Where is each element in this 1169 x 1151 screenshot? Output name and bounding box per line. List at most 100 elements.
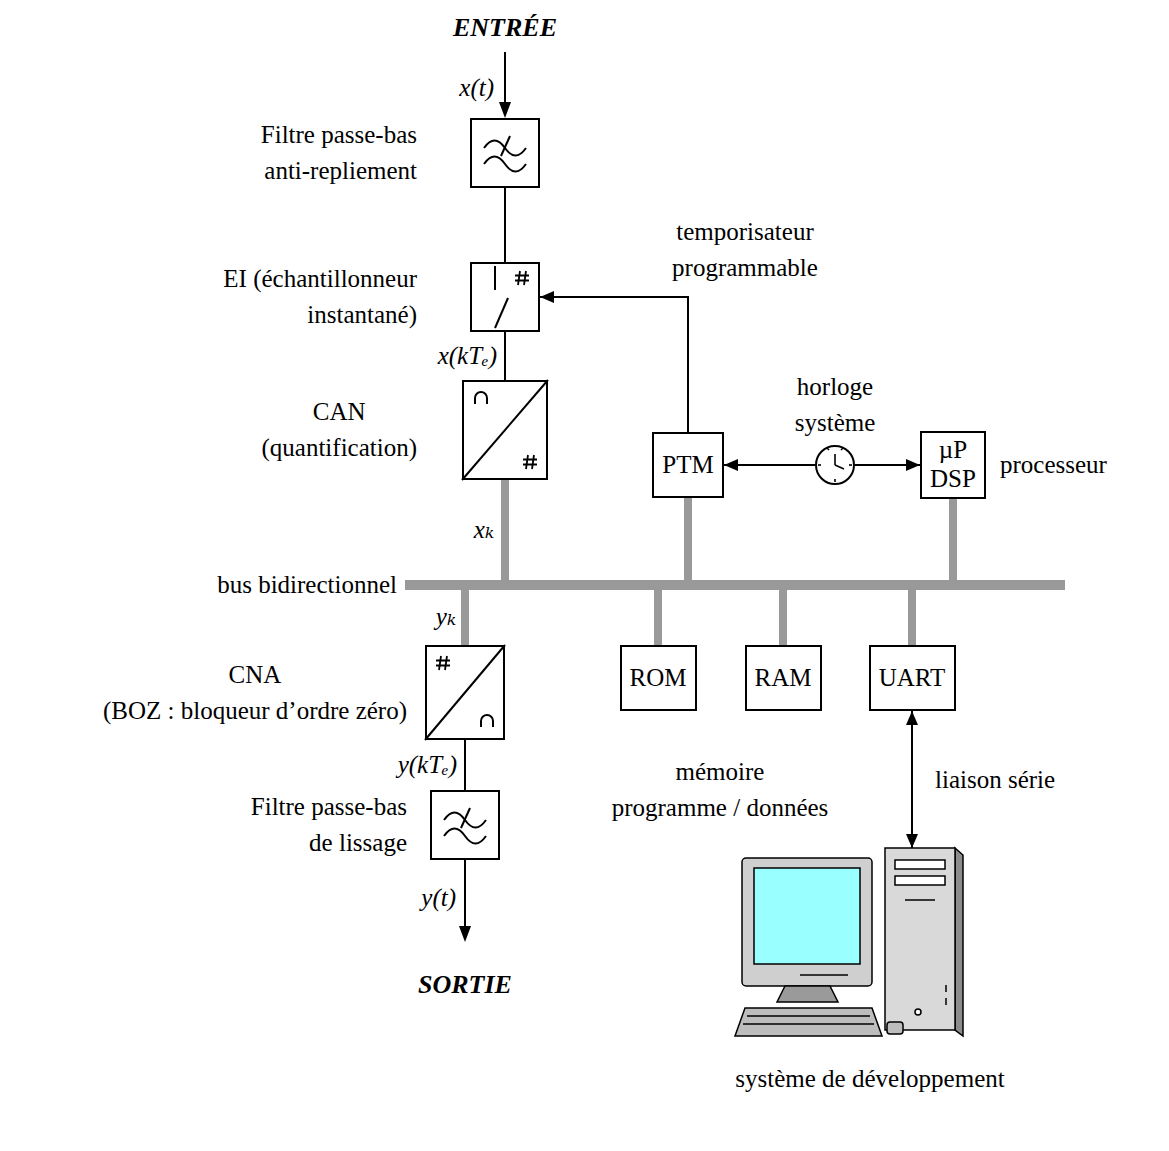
drive-bay: [895, 876, 945, 885]
box-label: horloge système: [795, 369, 876, 441]
box-text: RAM: [755, 664, 812, 693]
signal-label: x(t): [459, 70, 494, 106]
clock-face: [818, 448, 852, 482]
digital-symbol: [436, 656, 450, 670]
tower-slot: [905, 899, 935, 901]
clock-tick: [818, 464, 821, 466]
group-label: mémoire programme / données: [612, 754, 829, 826]
clock-tick: [841, 448, 843, 450]
adc-box: CAN (quantification): [462, 380, 548, 480]
power-button: [915, 1009, 921, 1015]
monitor-stand: [777, 986, 838, 1002]
tower-side: [955, 848, 963, 1036]
computer-illustration: [735, 848, 963, 1036]
digital-symbol: [523, 455, 537, 469]
box-text: PTM: [662, 451, 713, 480]
box-label: EI (échantillonneur instantané): [223, 261, 417, 333]
clock-icon: horloge système: [815, 445, 855, 485]
signal-connector: [504, 188, 506, 262]
analog-symbol: [481, 715, 493, 727]
timer-box: PTM: [652, 432, 724, 498]
connectors: [465, 188, 953, 848]
signal-connector: [464, 740, 466, 790]
signal-label: y(t): [421, 880, 456, 916]
uart-box: UART: [869, 645, 956, 711]
clock-tick: [849, 464, 852, 466]
analog-symbol: [475, 392, 487, 404]
edge-label: y(kTₑ): [398, 747, 457, 783]
box-text: UART: [879, 664, 946, 693]
computer-node: système de développement: [720, 848, 1020, 1103]
output-title: SORTIE: [418, 967, 512, 1003]
box-label: Filtre passe-bas anti-repliement: [261, 117, 417, 189]
bus-connector: [461, 590, 469, 645]
output-arrow: [459, 860, 471, 942]
switch-symbol: [495, 266, 508, 328]
box-label: Filtre passe-bas de lissage: [251, 789, 407, 861]
digital-symbol: [515, 271, 529, 285]
keyboard-row: [747, 1015, 870, 1017]
box-label: système de développement: [735, 1061, 1004, 1097]
bus-connector: [654, 590, 662, 645]
arrow-head: [459, 926, 471, 942]
input-line: [504, 52, 506, 106]
edge-label: temporisateur programmable: [672, 214, 818, 286]
output-line: [464, 860, 466, 930]
converter-diagonal: [425, 645, 505, 740]
signal-connector: [911, 711, 913, 848]
signal-connector: [724, 464, 815, 466]
lowpass-symbol: [444, 808, 486, 844]
input-title: ENTRÉE: [453, 10, 557, 46]
box-label: bus bidirectionnel: [217, 567, 397, 603]
input-arrow: [499, 52, 511, 118]
signal-connector: [504, 332, 506, 380]
converter-diagonal: [462, 380, 548, 480]
bus-connector: [684, 498, 692, 580]
tower-slot: [945, 998, 947, 1005]
dac-box: CNA (BOZ : bloqueur d’ordre zéro): [425, 645, 505, 740]
edge-label: yₖ: [436, 599, 456, 635]
box-text: ROM: [630, 664, 687, 693]
arrow-head: [499, 102, 511, 118]
clock-tick: [834, 479, 836, 482]
switch-terminal: [494, 266, 496, 290]
clock-tick: [827, 448, 829, 450]
switch-blade: [495, 298, 508, 328]
filter-box: Filtre passe-bas de lissage: [430, 790, 500, 860]
drive-bay: [895, 860, 945, 869]
signal-connector: [855, 464, 920, 466]
mouse: [887, 1022, 903, 1034]
signal-connector: [540, 297, 688, 432]
bus-bar: bus bidirectionnel: [405, 580, 1065, 590]
monitor-detail: [800, 974, 848, 976]
sampler-box: EI (échantillonneur instantané): [470, 262, 540, 332]
box-label: CAN (quantification): [262, 394, 418, 466]
edge-label: xₖ: [474, 512, 494, 548]
lowpass-symbol: [484, 136, 526, 172]
edge-label: liaison série: [935, 762, 1055, 798]
box-label: CNA (BOZ : bloqueur d’ordre zéro): [103, 657, 407, 729]
box-text: µP DSP: [930, 436, 976, 494]
clock-hand: [835, 465, 844, 469]
tower-slot: [945, 985, 947, 992]
keyboard-row: [743, 1023, 874, 1025]
memory-box: RAM: [745, 645, 822, 711]
keyboard: [735, 1008, 882, 1036]
monitor-case: [742, 858, 872, 986]
tower-case: [885, 848, 955, 1030]
bus-connector: [949, 499, 957, 580]
bus-connector: [501, 480, 509, 580]
filter-box: Filtre passe-bas anti-repliement: [470, 118, 540, 188]
bus-connector: [779, 590, 787, 645]
memory-box: ROM: [620, 645, 697, 711]
bus-connector: [908, 590, 916, 645]
monitor-screen: [754, 868, 860, 964]
box-label: processeur: [1000, 447, 1107, 483]
edge-label: x(kTₑ): [438, 338, 497, 374]
processor-box: µP DSPprocesseur: [920, 431, 986, 499]
clock-hand: [834, 454, 836, 465]
